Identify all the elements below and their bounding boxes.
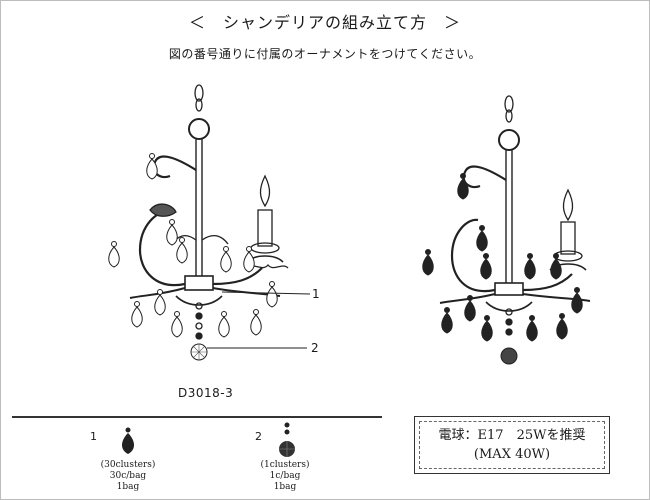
model-number: D3018-3 <box>178 386 234 400</box>
part-2-cluster-count: (1clusters) <box>260 460 310 470</box>
part-2-bag-count: 1bag <box>273 482 297 492</box>
bulb-spec-inner: 電球：E17 25Wを推奨 (MAX 40W) <box>419 421 605 469</box>
instruction-text: 図の番号通りに付属のオーナメントをつけてください。 <box>168 47 482 61</box>
part-1-per-bag: 30c/bag <box>109 471 147 481</box>
bulb-spec-line: 電球：E17 25Wを推奨 <box>438 428 586 443</box>
crystal-ball-icon <box>279 422 295 457</box>
part-2-caption: (1clusters) 1c/bag 1bag <box>245 460 325 493</box>
bulb-max-wattage: (MAX 40W) <box>473 447 551 462</box>
bulb-spec-box: 電球：E17 25Wを推奨 (MAX 40W) <box>414 416 610 474</box>
section-divider <box>12 416 382 418</box>
part-1-bag-count: 1bag <box>116 482 140 492</box>
page-title: ＜ シャンデリアの組み立て方 ＞ <box>188 13 461 32</box>
crystal-drop-icon <box>122 427 134 454</box>
callout-1: 1 <box>312 287 320 301</box>
part-1-number: 1 <box>90 430 97 443</box>
callout-2: 2 <box>311 341 319 355</box>
part-2-per-bag: 1c/bag <box>269 471 301 481</box>
part-1-cluster-count: (30clusters) <box>100 460 156 470</box>
part-1-caption: (30clusters) 30c/bag 1bag <box>88 460 168 493</box>
part-2-number: 2 <box>255 430 262 443</box>
